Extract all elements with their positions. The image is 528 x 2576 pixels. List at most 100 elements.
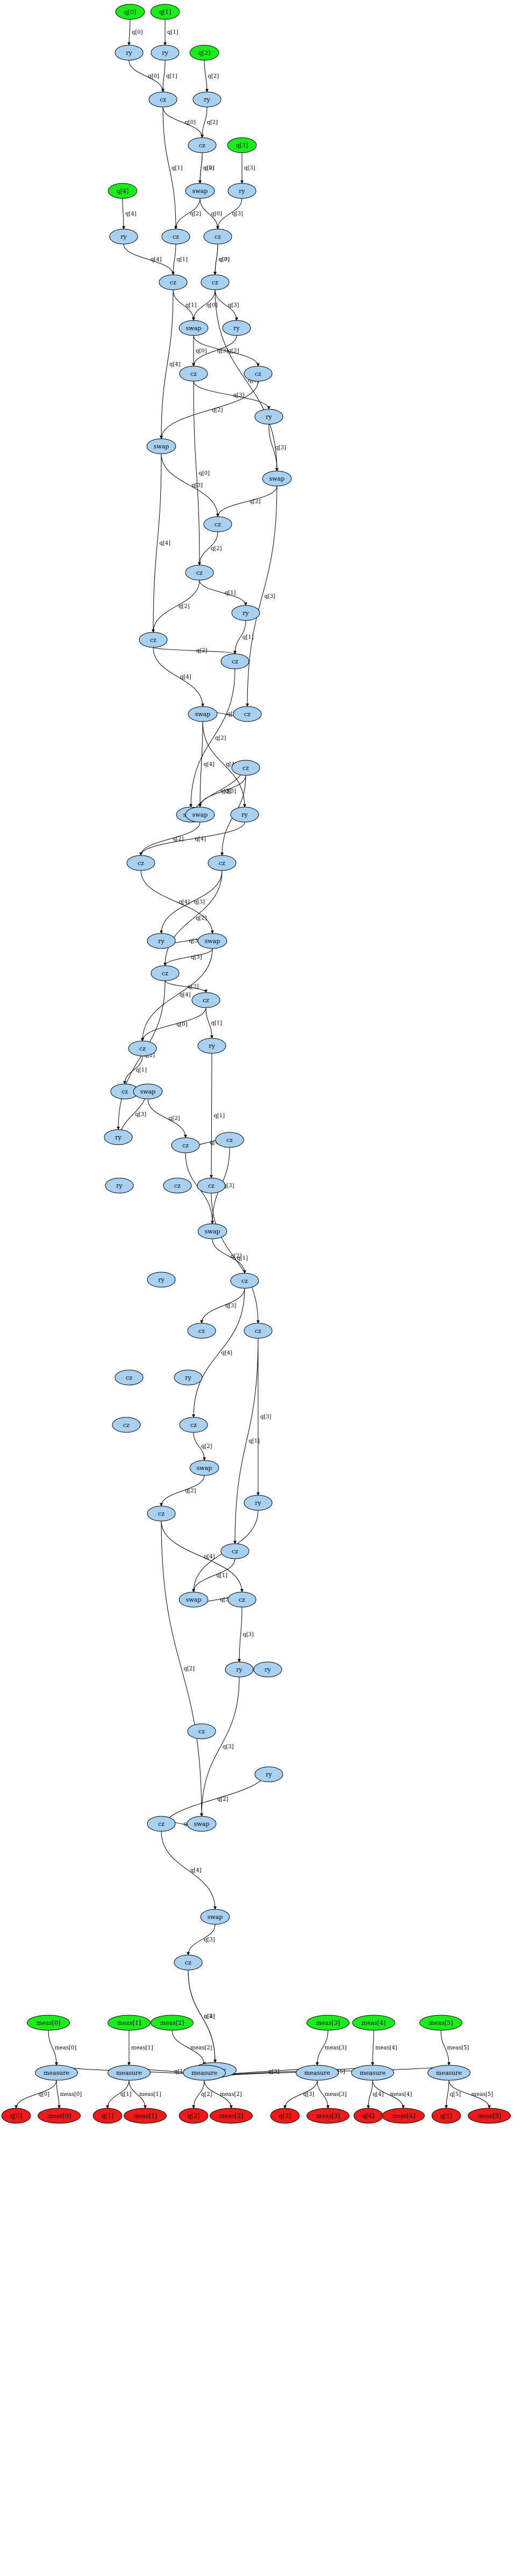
node-shape	[179, 320, 209, 336]
node-label: cz	[212, 279, 218, 286]
gate-node-swap: swap	[133, 1083, 163, 1100]
node-label: ry	[239, 188, 245, 195]
node-shape	[147, 1816, 176, 1832]
gate-node-ry: ry	[147, 1272, 176, 1288]
gate-node-cz: cz	[197, 1178, 226, 1194]
gate-node-ry: ry	[244, 1495, 273, 1511]
edge-g49-g51	[200, 1288, 245, 1324]
edge-g62-g65	[200, 1676, 240, 1817]
edge-label: q[3]	[232, 211, 244, 217]
node-shape	[139, 632, 168, 648]
gate-node-cz: cz	[191, 992, 220, 1008]
node-shape	[230, 807, 259, 823]
edge-label: q[3]	[268, 2069, 280, 2075]
edge-label: q[1]	[120, 2092, 132, 2097]
gate-node-cz: cz	[188, 137, 217, 153]
edges-layer: q[0]q[1]q[0]q[1]q[2]q[0]q[2]q[3]q[1]q[2]…	[15, 19, 494, 2109]
input-node-meas-3: meas[3]	[306, 2015, 349, 2031]
node-shape	[108, 2065, 151, 2081]
edge-g7-g8	[174, 198, 201, 230]
gate-node-ry: ry	[147, 933, 176, 949]
edge-label: q[3]	[228, 303, 239, 309]
edge-label: q[2]	[179, 604, 190, 610]
edge-g15-g17	[193, 381, 270, 410]
node-shape	[201, 274, 230, 290]
node-shape	[189, 1460, 219, 1476]
node-label: cz	[158, 1821, 165, 1828]
gate-node-ry: ry	[109, 229, 138, 245]
node-shape	[244, 1495, 273, 1511]
node-shape	[147, 1272, 176, 1288]
node-label: meas[1]	[133, 2113, 158, 2120]
edge-g7-g9	[199, 198, 219, 230]
gate-node-ry: ry	[230, 807, 259, 823]
edge-label: q[2]	[201, 2092, 212, 2097]
edge-label: q[4]	[190, 1868, 202, 1874]
node-label: ry	[204, 96, 210, 103]
node-label: ry	[185, 1374, 191, 1381]
gate-node-ry: ry	[151, 45, 180, 61]
node-label: q[3]	[236, 142, 248, 149]
node-label: meas[5]	[429, 2020, 453, 2026]
edge-g66-g68	[161, 1831, 217, 1910]
gate-node-cz: cz	[203, 229, 232, 245]
edge-label: q[0]	[199, 470, 210, 476]
edge-label: q[0]	[211, 211, 223, 217]
edge-g68-g69	[187, 1924, 216, 1956]
edge-label: q[0]	[196, 348, 207, 354]
node-label: meas[2]	[160, 2020, 184, 2026]
edge-g17-g19	[268, 424, 279, 472]
edge-m1-out_q1	[106, 2080, 130, 2109]
node-shape	[159, 274, 188, 290]
gate-node-measure: measure	[183, 2065, 226, 2081]
gate-node-cz: cz	[126, 855, 155, 871]
node-shape	[468, 2108, 511, 2124]
edge-g18-g20	[161, 453, 219, 517]
node-label: cz	[255, 370, 261, 377]
node-shape	[382, 2108, 425, 2124]
node-label: ry	[209, 1043, 215, 1050]
node-label: cz	[232, 658, 238, 665]
edge-m2-out_q2	[192, 2080, 205, 2109]
output-node-meas-5: meas[5]	[468, 2108, 511, 2124]
edge-label: q[4]	[179, 900, 190, 905]
edge-label: q[2]	[173, 836, 184, 842]
input-node-meas-1: meas[1]	[108, 2015, 151, 2031]
node-label: cz	[244, 711, 251, 718]
edge-g26-g30	[202, 721, 246, 808]
node-label: cz	[239, 1596, 245, 1603]
node-label: cz	[215, 233, 221, 240]
gate-node-cz: cz	[203, 516, 232, 532]
edge-label: q[2]	[185, 1488, 196, 1494]
edge-label: q[4]	[151, 257, 162, 263]
node-label: meas[0]	[37, 2020, 61, 2026]
gate-node-cz: cz	[151, 965, 180, 981]
node-shape	[115, 4, 145, 20]
edge-g35-g36	[165, 980, 208, 993]
edge-label: q[2]	[169, 1116, 180, 1122]
edge-label: q[0]	[176, 1022, 188, 1027]
edge-g36-g39	[205, 1007, 213, 1039]
edge-label: q[3]	[244, 166, 255, 172]
edge-label: q[0]	[185, 120, 196, 126]
edge-label: q[1]	[237, 1255, 248, 1261]
output-node-meas-0: meas[0]	[38, 2108, 81, 2124]
input-node-q-0: q[0]	[115, 4, 145, 20]
node-shape	[203, 229, 232, 245]
input-node-q-2: q[2]	[189, 45, 219, 61]
node-label: measure	[44, 2070, 69, 2077]
edge-g19-g20	[216, 486, 277, 517]
edge-g11-g18	[160, 289, 174, 439]
edge-g22-g26	[153, 647, 204, 707]
edge-label: meas[5]	[472, 2092, 494, 2097]
gate-node-measure: measure	[427, 2065, 470, 2081]
node-label: cz	[123, 1422, 130, 1429]
edge-label: q[2]	[231, 1253, 242, 1259]
edge-g9-g12	[213, 244, 218, 275]
output-node-meas-2: meas[2]	[210, 2108, 253, 2124]
gate-node-cz: cz	[179, 1417, 208, 1433]
node-label: ry	[162, 49, 168, 56]
edge-label: q[3]	[223, 1744, 234, 1750]
edge-in_c0-m0	[48, 2030, 58, 2066]
node-label: swap	[140, 1088, 156, 1095]
